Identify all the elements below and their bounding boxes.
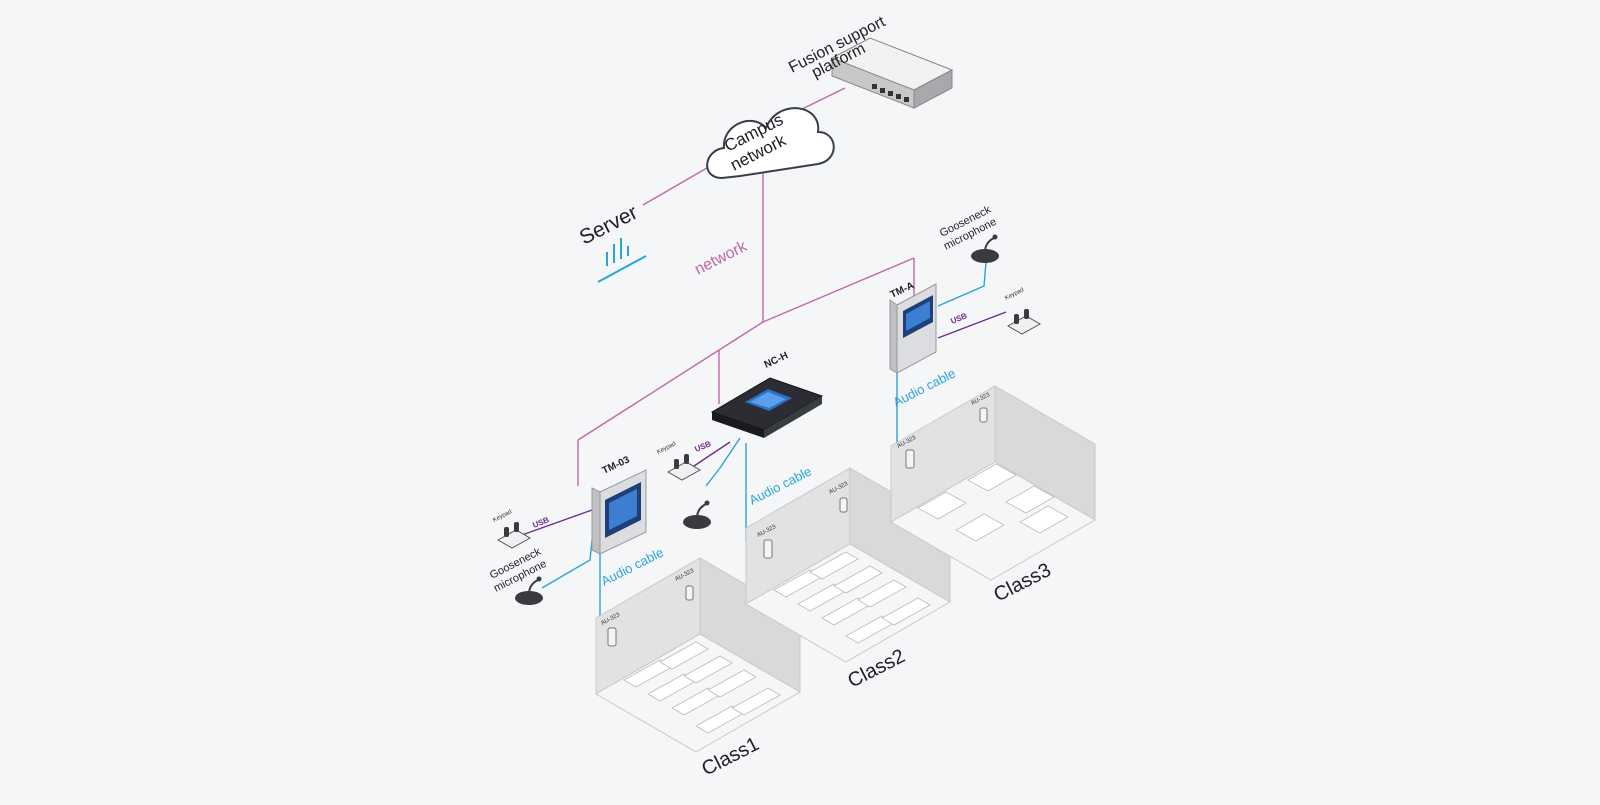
classroom-3 (890, 385, 1096, 581)
usb-nch-keypad (687, 441, 731, 471)
classroom-1 (595, 557, 801, 753)
server-label: Server (576, 201, 642, 250)
audio-nch-gooseneck (705, 437, 741, 487)
link-trunk-left (577, 321, 764, 441)
nc-h-device[interactable] (710, 377, 824, 438)
speaker-au-323-room3-b (979, 407, 988, 423)
keypad-right-label: Keypad (1004, 287, 1025, 302)
gooseneck-microphone-right[interactable] (971, 234, 999, 264)
network-label: network (692, 238, 751, 279)
classroom-2 (745, 467, 951, 663)
link-server-cloud (642, 164, 713, 206)
gooseneck-microphone-left[interactable] (515, 576, 543, 606)
speaker-au-323-room3-a (905, 449, 915, 469)
network-links (577, 87, 915, 486)
usb-right-label: USB (949, 311, 968, 326)
keypad-mid[interactable] (666, 454, 702, 481)
audio-tm03-gooseneck (541, 539, 593, 589)
tm-03-panel[interactable] (591, 469, 647, 555)
fusion-platform-server[interactable] (830, 37, 954, 109)
tm-a-panel[interactable] (889, 283, 937, 374)
speaker-au-323-room2-a (763, 539, 773, 559)
usb-tm03-keypad (521, 509, 593, 536)
audio-cable-label-3: Audio cable (891, 365, 958, 409)
usb-tma-keypad (937, 311, 1007, 339)
keypad-mid-label: Keypad (656, 441, 677, 456)
audio-cable-label-1: Audio cable (599, 544, 666, 588)
cloud-icon (706, 107, 835, 180)
nc-h-label: NC-H (763, 350, 790, 371)
speaker-au-323-room1-b (685, 585, 694, 601)
server-icon (597, 238, 647, 283)
audio-tma-gooseneck (937, 261, 987, 307)
gooseneck-microphone-mid[interactable] (683, 500, 711, 530)
tm-03-label: TM-03 (601, 454, 632, 476)
keypad-right[interactable] (1006, 309, 1042, 335)
speaker-au-323-room2-b (839, 497, 848, 513)
link-trunk-right (762, 257, 915, 323)
keypad-left[interactable] (496, 522, 532, 549)
keypad-left-label: Keypad (492, 509, 513, 524)
usb-links (521, 311, 1007, 536)
usb-mid-label: USB (693, 439, 712, 454)
speaker-au-323-room1-a (607, 627, 617, 647)
